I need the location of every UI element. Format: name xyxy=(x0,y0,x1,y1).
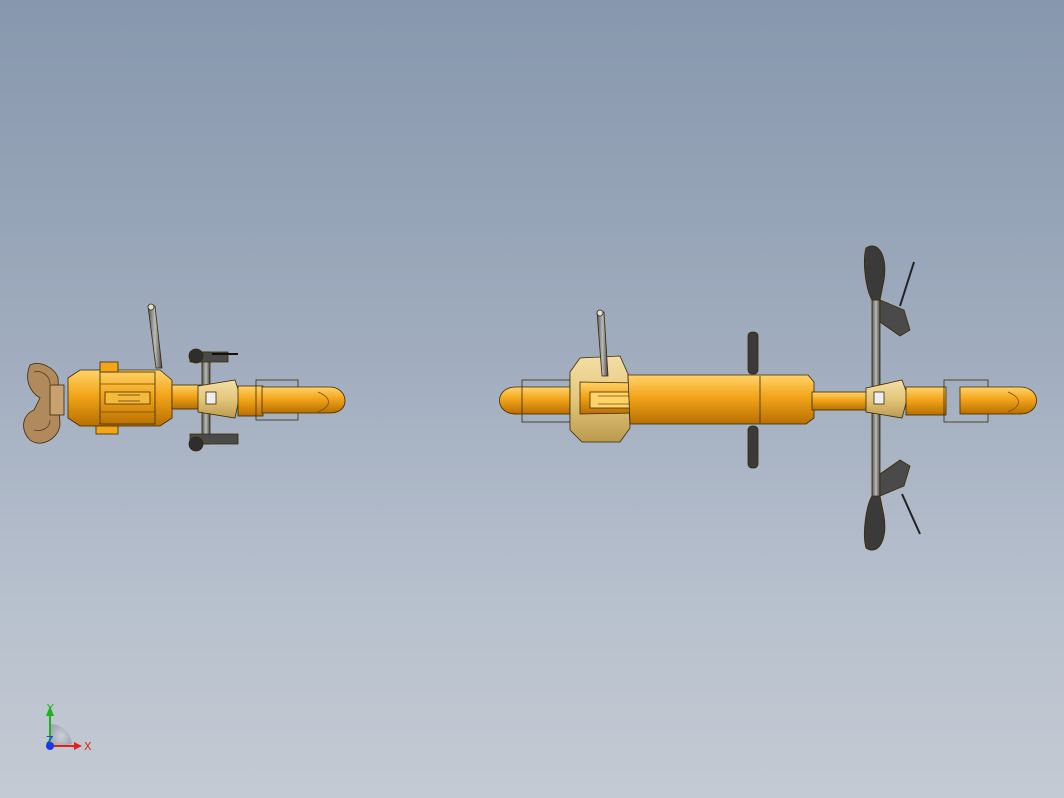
neck-part xyxy=(171,384,203,410)
head-cap-part xyxy=(197,379,241,419)
front-neck-part xyxy=(811,391,873,411)
footpeg-part xyxy=(747,331,759,469)
bolt-part xyxy=(205,391,217,405)
axis-x-label: X xyxy=(84,740,92,753)
z-axis-dot xyxy=(46,742,54,750)
deck-part xyxy=(627,374,815,425)
seat-part xyxy=(23,363,65,444)
rear-wheel-part xyxy=(499,386,571,415)
front-arm-part-2 xyxy=(905,386,947,416)
rear-body-part xyxy=(67,361,173,435)
axis-z-label: Z xyxy=(46,734,54,747)
stem-pole-part xyxy=(147,303,163,369)
front-wheel-part xyxy=(261,386,346,414)
front-head-cap-part xyxy=(865,379,909,419)
axis-triad: Y X Z xyxy=(46,702,92,753)
front-bolt-part xyxy=(873,391,885,405)
axis-y-label: Y xyxy=(46,702,54,715)
rear-stem-part xyxy=(596,309,609,377)
front-arm-part xyxy=(237,385,264,417)
scooter-unfolded-model[interactable] xyxy=(499,245,1037,551)
front-wheel-part-2 xyxy=(959,386,1037,415)
scooter-folded-model[interactable] xyxy=(23,303,346,452)
